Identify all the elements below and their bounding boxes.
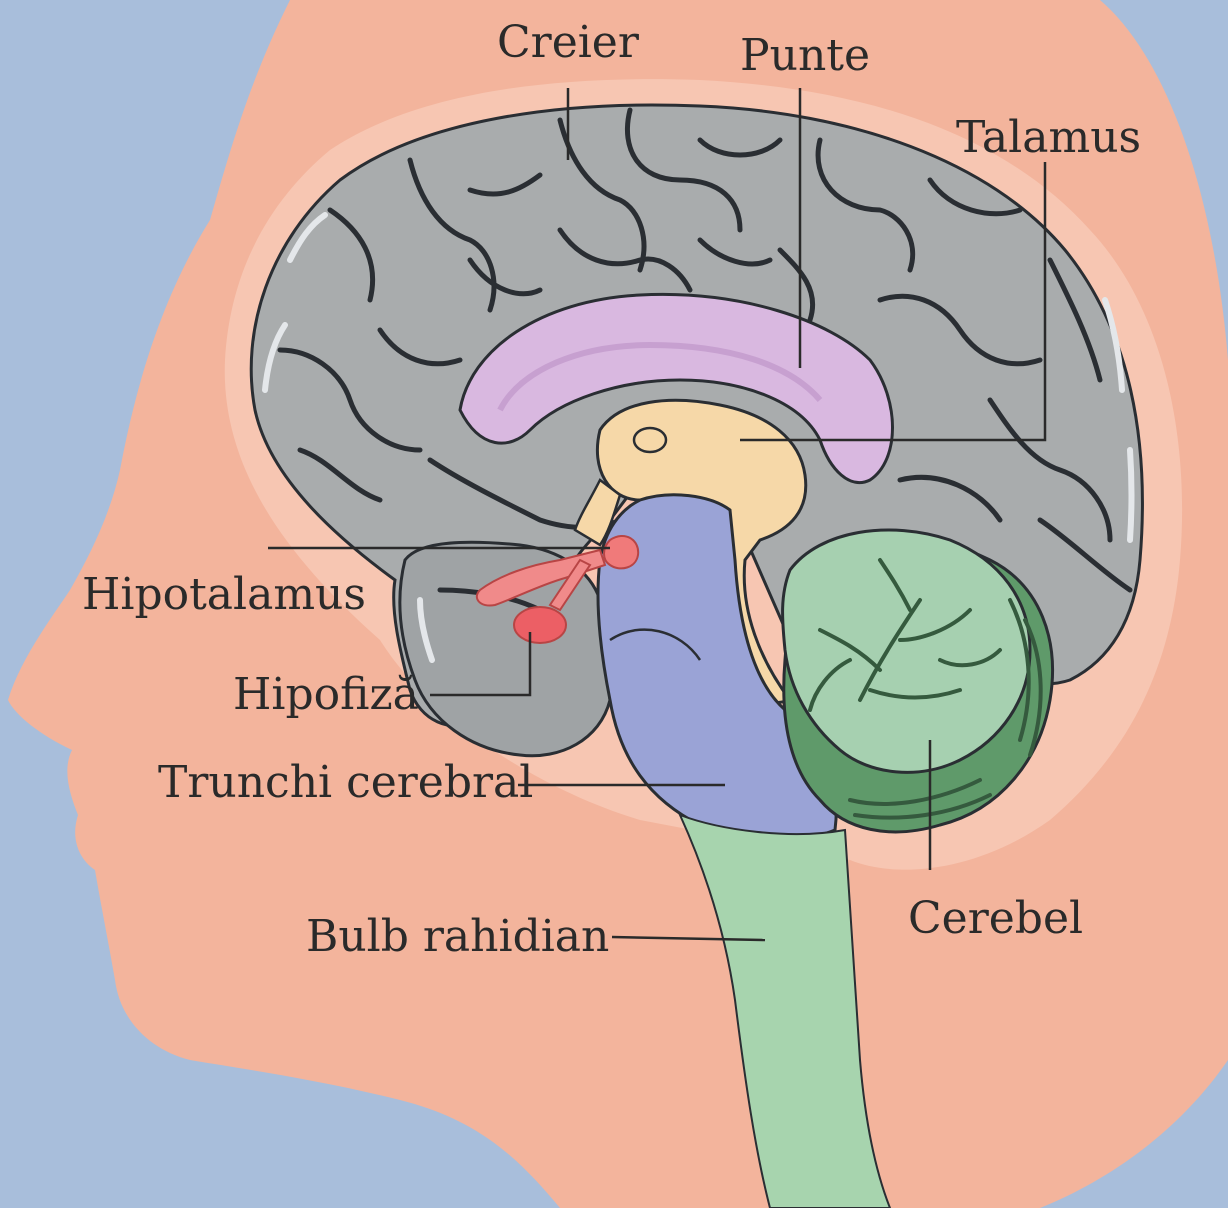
cerebellum — [781, 528, 1032, 774]
leader-talamus — [740, 162, 1047, 442]
labels: Creier Punte Talamus Hipotalamus Hipofiz… — [82, 17, 1141, 962]
medulla — [678, 813, 892, 1208]
leader-hipofiza — [430, 632, 532, 697]
hypothalamus-stalk — [573, 478, 622, 547]
leader-bulb-rahidian — [611, 935, 766, 942]
corpus-callosum-inner — [497, 341, 823, 412]
cerebellum-arbor — [808, 558, 1002, 712]
label-bulb-rahidian: Bulb rahidian — [306, 911, 609, 962]
cerebrum-highlights — [262, 212, 1135, 663]
label-hipotalamus: Hipotalamus — [82, 569, 366, 620]
label-creier: Creier — [497, 17, 640, 68]
pons-curve — [609, 628, 702, 661]
gyri — [277, 107, 1133, 613]
leader-lines — [268, 88, 1047, 942]
label-hipofiza: Hipofiză — [233, 669, 419, 720]
hypothalamus-structures — [475, 535, 640, 644]
cerebellum-folia — [848, 598, 1043, 820]
label-talamus: Talamus — [956, 112, 1141, 163]
corpus-callosum — [458, 292, 894, 485]
pituitary-gland — [513, 606, 567, 644]
hypothalamus — [603, 535, 640, 570]
infundibulum — [548, 558, 592, 612]
label-trunchi-cerebral: Trunchi cerebral — [158, 757, 533, 808]
thalamus-nucleus — [632, 426, 668, 454]
optic-tract — [475, 548, 607, 607]
label-cerebel: Cerebel — [908, 893, 1083, 944]
label-punte: Punte — [740, 30, 870, 81]
